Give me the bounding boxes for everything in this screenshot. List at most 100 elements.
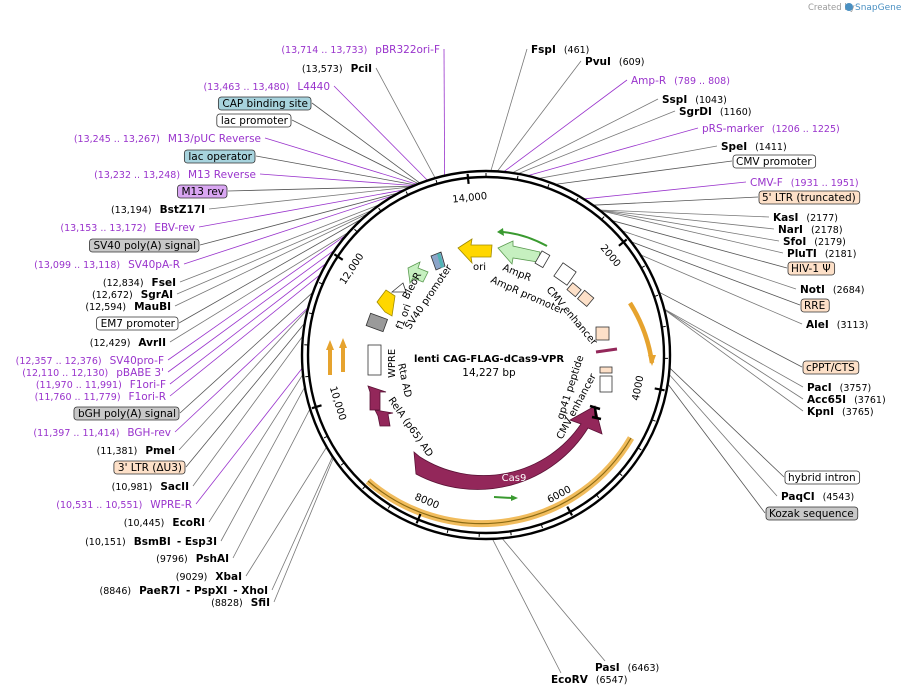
label-pvui[interactable]: PvuI(609) [585, 56, 644, 68]
label-kpni[interactable]: KpnI(3765) [807, 406, 874, 418]
label-bgh-rev[interactable]: BGH-rev(11,397 .. 11,414) [33, 427, 171, 439]
label-pshai[interactable]: PshAI(9796) [156, 553, 229, 565]
label-bgh-poly-a-signal[interactable]: bGH poly(A) signal [73, 406, 180, 421]
leader-line [232, 408, 311, 559]
feature-box [787, 261, 836, 276]
label-em7-promoter[interactable]: EM7 promoter [96, 316, 179, 331]
enzyme-name: XbaI [215, 571, 242, 583]
label-f1ori-r[interactable]: F1ori-R(11,760 .. 11,779) [35, 391, 166, 403]
tick-minor [334, 253, 339, 257]
label-sv40-poly-a-signal[interactable]: SV40 poly(A) signal [89, 238, 200, 253]
label-noti[interactable]: NotI(2684) [800, 284, 865, 296]
leader-line [333, 85, 428, 181]
label-maubi[interactable]: MauBI(12,594) [85, 301, 171, 313]
label-pbabe-3-[interactable]: pBABE 3'(12,110 .. 12,130) [22, 367, 164, 379]
label-spei[interactable]: SpeI(1411) [721, 141, 787, 153]
leader-line [169, 231, 350, 343]
feature-box [183, 149, 256, 164]
leader-line [630, 241, 801, 306]
enzyme-position: (3113) [837, 320, 869, 331]
leader-line [169, 274, 321, 397]
label-hiv-1-[interactable]: HIV-1 Ψ [787, 261, 836, 276]
label-pmei[interactable]: PmeI(11,381) [97, 445, 175, 457]
leader-line [527, 127, 699, 177]
label-m13-reverse[interactable]: M13 Reverse(13,232 .. 13,248) [94, 169, 256, 181]
label-5-ltr-truncated-[interactable]: 5' LTR (truncated) [758, 190, 861, 205]
primer-name: F1ori-R [129, 391, 166, 403]
leader-lines [167, 48, 804, 674]
leader-line [664, 308, 804, 400]
label-pbr322ori-f[interactable]: pBR322ori-F(13,714 .. 13,733) [281, 44, 440, 56]
label-pasi[interactable]: PasI(6463) [595, 662, 659, 674]
ltr-trunc-box [566, 282, 582, 298]
enzyme-name: EcoRI [172, 517, 205, 529]
tick-minor [362, 485, 366, 490]
rta-ad-arrow [367, 385, 387, 411]
label-wpre-r[interactable]: WPRE-R(10,531 .. 10,551) [56, 499, 192, 511]
label-cmv-promoter[interactable]: CMV promoter [732, 154, 817, 169]
leader-line [517, 110, 676, 175]
label-hybrid-intron[interactable]: hybrid intron [784, 470, 861, 485]
label-ecorv[interactable]: EcoRV(6547) [551, 674, 627, 686]
label-sgrdi[interactable]: SgrDI (1160) [679, 106, 751, 118]
label-rre[interactable]: RRE [800, 298, 830, 313]
label-l4440[interactable]: L4440(13,463 .. 13,480) [203, 81, 330, 93]
enzyme-name: MauBI [134, 301, 171, 313]
ltr-arc-edge [367, 437, 632, 525]
enzyme-name: SgrDI [679, 106, 712, 118]
tick-minor [540, 524, 543, 529]
label-paer7i[interactable]: XhoI-PspXI-PaeR7I(8846) [100, 585, 268, 597]
label-sv40pro-f[interactable]: SV40pro-F(12,357 .. 12,376) [16, 355, 164, 367]
snapgene-logo-icon [845, 3, 853, 11]
label-ecori[interactable]: EcoRI(10,445) [124, 517, 205, 529]
label-3-ltr-u3-[interactable]: 3' LTR (ΔU3) [113, 460, 186, 475]
label-rta-ad: Rta AD [395, 362, 413, 399]
plasmid-length: 14,227 bp [462, 367, 516, 379]
label-cppt-cts[interactable]: cPPT/CTS [802, 360, 860, 375]
label-fspi[interactable]: FspI(461) [531, 44, 589, 56]
label-sspi[interactable]: SspI(1043) [662, 94, 727, 106]
label-pcii[interactable]: PciI(13,573) [302, 63, 372, 75]
label-kozak-sequence[interactable]: Kozak sequence [765, 506, 859, 521]
primer-name: pRS-marker [702, 123, 765, 135]
tick-minor [311, 406, 316, 409]
label-sacii[interactable]: SacII(10,981) [112, 481, 189, 493]
label-avrii[interactable]: AvrII(12,429) [90, 337, 166, 349]
label-sv40pa-r[interactable]: SV40pA-R(13,099 .. 13,118) [34, 259, 180, 271]
label-m13-puc-reverse[interactable]: M13/pUC Reverse(13,245 .. 13,267) [74, 133, 261, 145]
label-xbai[interactable]: XbaI(9029) [176, 571, 242, 583]
label-kasi[interactable]: KasI(2177) [773, 212, 838, 224]
label-m13-rev[interactable]: M13 rev [177, 184, 228, 199]
enzyme-position: (1160) [720, 107, 752, 118]
label-amp-r[interactable]: Amp-R(789 .. 808) [631, 75, 730, 87]
label-pluti[interactable]: PluTI(2181) [787, 248, 856, 260]
label-bstz17i[interactable]: BstZ17I(13,194) [111, 204, 205, 216]
label-fsei[interactable]: FseI(12,834) [103, 277, 176, 289]
label-sfoi[interactable]: SfoI(2179) [783, 236, 846, 248]
primer-position: (789 .. 808) [674, 76, 730, 87]
label-sgrai[interactable]: SgrAI(12,672) [92, 289, 173, 301]
label-nari[interactable]: NarI(2178) [778, 224, 843, 236]
label-lac-promoter[interactable]: lac promoter [216, 113, 292, 128]
feature-name: lac promoter [221, 115, 289, 127]
label-lac-operator[interactable]: lac operator [183, 149, 256, 164]
credit-prefix: Created by [808, 3, 855, 13]
label-bsmbi[interactable]: Esp3I-BsmBI(10,151) [85, 536, 217, 548]
primer-position: (11,397 .. 11,414) [33, 428, 119, 439]
label-acc65i[interactable]: Acc65I(3761) [807, 394, 886, 406]
tick-minor [378, 207, 382, 212]
label-cap-binding-site[interactable]: CAP binding site [217, 96, 312, 111]
label-sfii[interactable]: SfiI(8828) [211, 597, 270, 609]
label-paci[interactable]: PacI(3757) [807, 382, 871, 394]
tick-minor [323, 435, 328, 439]
label-f1ori-f[interactable]: F1ori-F(11,970 .. 11,991) [36, 379, 166, 391]
label-ebv-rev[interactable]: EBV-rev(13,153 .. 13,172) [60, 222, 195, 234]
enzyme-name: PmeI [145, 445, 175, 457]
leader-line [259, 173, 415, 187]
label-cmv-f[interactable]: CMV-F(1931 .. 1951) [750, 177, 859, 189]
label-alei[interactable]: AleI(3113) [806, 319, 868, 331]
enzyme-name: KpnI [807, 406, 834, 418]
label-paqci[interactable]: PaqCI(4543) [781, 491, 854, 503]
label-prs-marker[interactable]: pRS-marker(1206 .. 1225) [702, 123, 840, 135]
